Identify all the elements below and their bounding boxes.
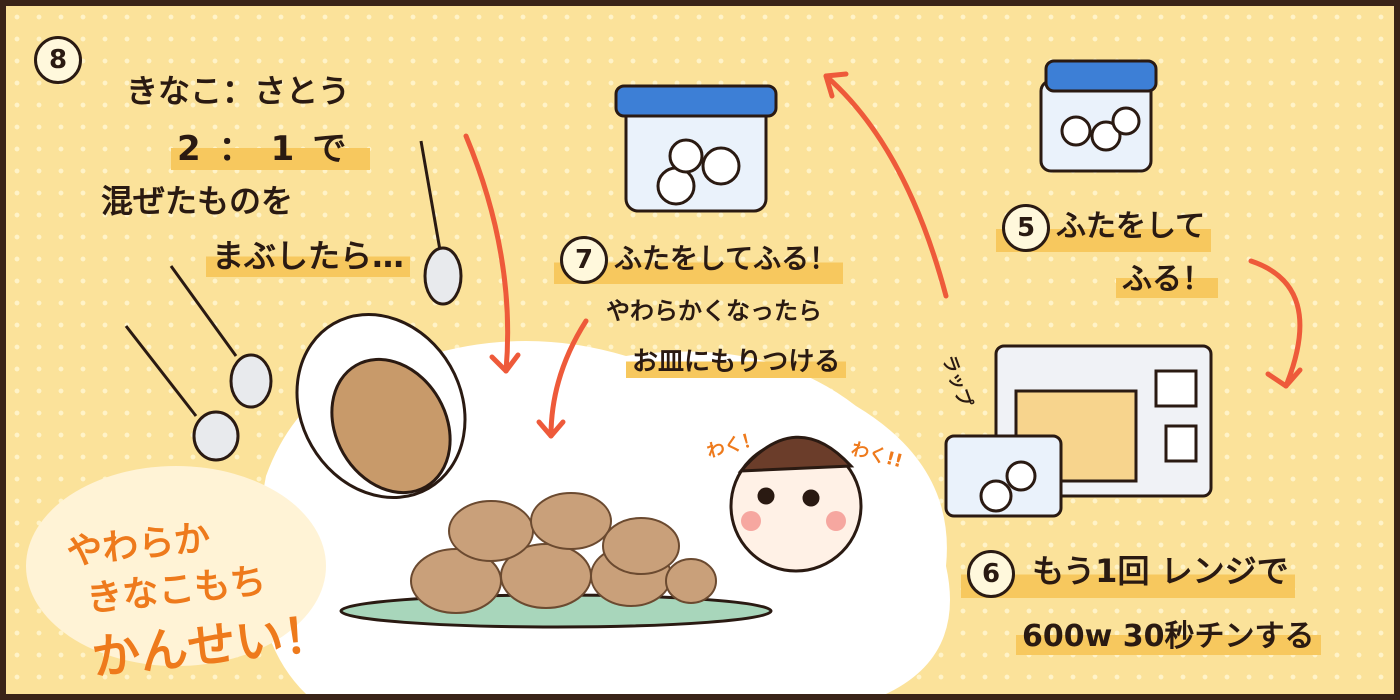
- microwave: [944, 344, 1213, 518]
- spoons: [124, 140, 463, 462]
- arrows: [463, 71, 1303, 439]
- step8-number: 8: [34, 36, 88, 84]
- illustration-drawing: [26, 59, 1303, 694]
- step8-line1: きなこ：さとう: [126, 72, 351, 110]
- finish-glow: [26, 466, 326, 666]
- container-shaking: [614, 84, 778, 213]
- mochi: [410, 492, 717, 614]
- step6-title: 6 もう1回 レンジで: [961, 546, 1295, 598]
- step7-line2: やわらかくなったら: [606, 297, 822, 325]
- arrow-down-1: [463, 133, 511, 374]
- step8-line2: 2：1で: [171, 121, 371, 170]
- kinako-bowl: [295, 313, 467, 499]
- step8-line4: まぶしたら…: [206, 231, 411, 277]
- step6-line2: 600w 30秒チンする: [1016, 611, 1321, 655]
- arrow-5-to-6: [1248, 258, 1303, 389]
- step8-line3: 混ぜたものを: [101, 182, 294, 220]
- character-face: [729, 435, 863, 573]
- step7-line3: お皿にもりつける: [626, 341, 847, 378]
- container-5: [1039, 59, 1158, 173]
- arrow-down-2: [548, 318, 589, 439]
- arrow-7-to-8: [823, 73, 949, 299]
- step5-line2: ふる！: [1116, 254, 1218, 298]
